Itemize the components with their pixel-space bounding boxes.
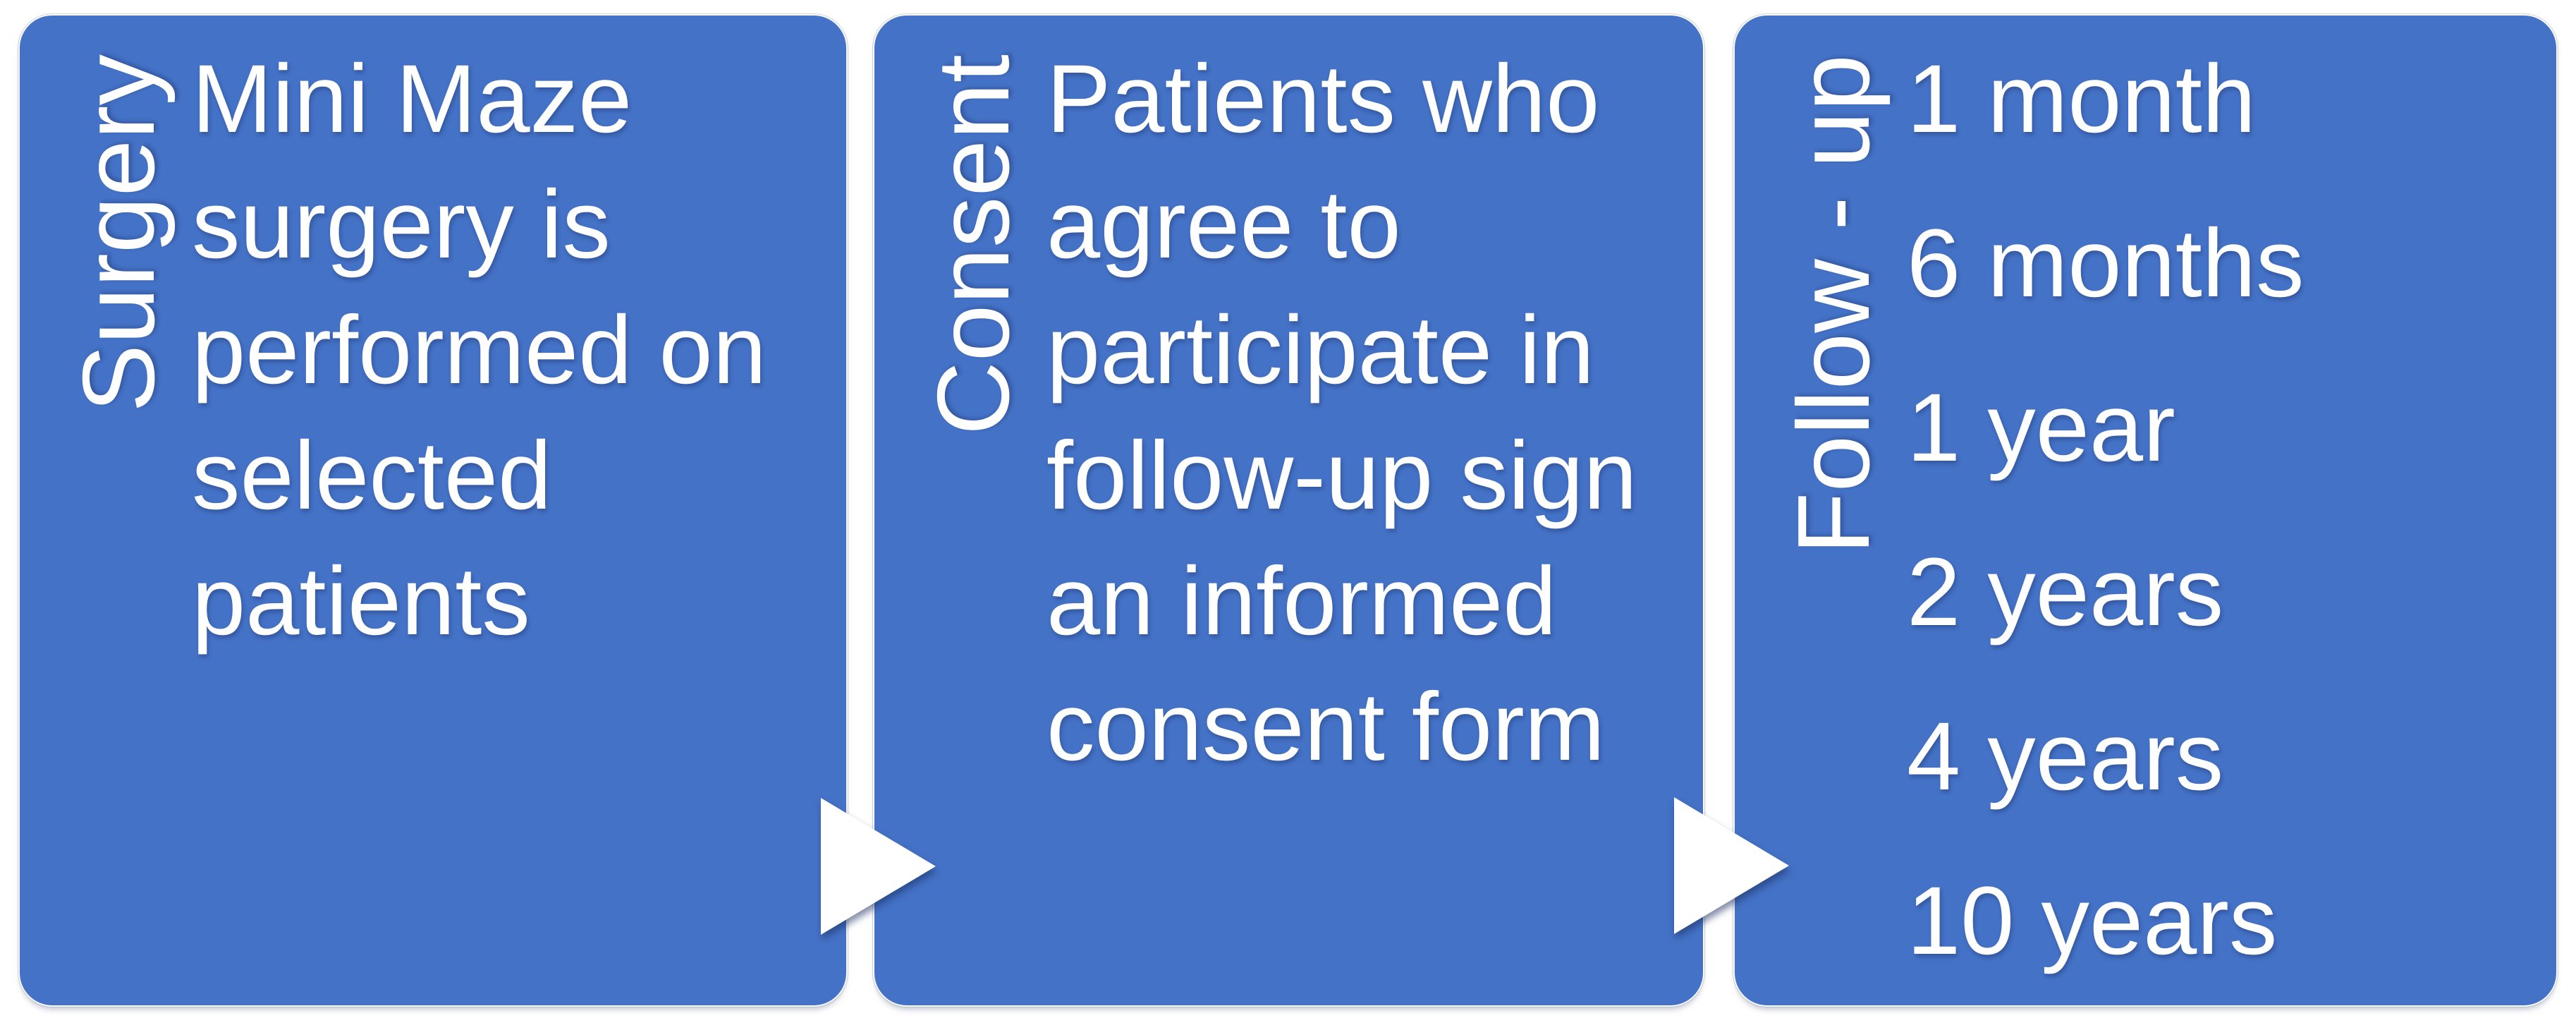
body-line: an informed [1046, 547, 1557, 655]
arrow-right-icon [821, 798, 936, 935]
step-label-followup: Follow - up [1776, 54, 1891, 555]
step-body-consent: Patients who agree to participate in fol… [1046, 37, 1689, 790]
body-line: Mini Maze [192, 45, 633, 153]
arrow-right-triangle [1674, 797, 1789, 934]
step-label-consent: Consent [916, 54, 1030, 436]
step-label-surgery: Surgery [61, 54, 176, 413]
body-line: Patients who [1046, 45, 1600, 153]
step-box-followup: Follow - up 1 month 6 months 1 year 2 ye… [1735, 16, 2556, 1005]
step-box-surgery: Surgery Mini Maze surgery is performed o… [20, 16, 846, 1005]
step-body-surgery: Mini Maze surgery is performed on select… [192, 37, 832, 665]
followup-interval: 6 months [1907, 210, 2305, 317]
followup-interval: 2 years [1907, 538, 2224, 646]
followup-interval: 10 years [1907, 867, 2278, 975]
body-line: patients [192, 547, 530, 655]
body-line: follow-up sign [1046, 422, 1637, 530]
body-line: participate in [1046, 296, 1594, 404]
arrow-right-triangle [821, 798, 936, 935]
body-line: consent form [1046, 673, 1605, 781]
body-line: agree to [1046, 171, 1401, 279]
body-line: surgery is [192, 171, 611, 279]
body-line: selected [192, 422, 552, 530]
step-body-followup: 1 month 6 months 1 year 2 years 4 years … [1907, 37, 2542, 1023]
body-line: performed on [192, 296, 767, 404]
followup-interval: 1 year [1907, 374, 2175, 482]
followup-interval: 1 month [1907, 45, 2257, 153]
followup-interval: 4 years [1907, 703, 2224, 811]
step-box-consent: Consent Patients who agree to participat… [874, 16, 1703, 1005]
arrow-right-icon [1674, 797, 1789, 934]
